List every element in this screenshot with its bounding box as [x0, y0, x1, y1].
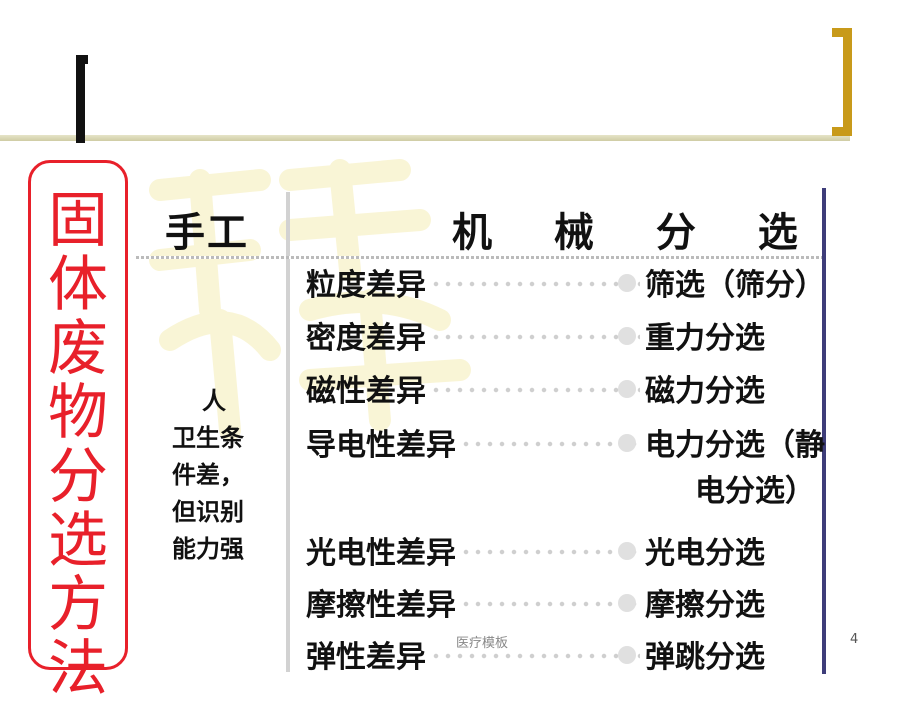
note-line: 人 — [202, 387, 226, 415]
header-mechanical: 机 械 分 选 — [452, 210, 822, 256]
property-label: 摩擦性差异 — [306, 588, 456, 623]
property-label: 导电性差异 — [306, 428, 456, 463]
left-bracket-decoration — [76, 55, 88, 143]
method-label: 磁力分选 — [645, 374, 765, 409]
title-char: 物 — [48, 378, 108, 448]
right-bracket-decoration — [832, 28, 852, 136]
property-label: 光电性差异 — [306, 536, 456, 571]
dotted-connector — [430, 653, 640, 659]
separation-row: 导电性差异 电力分选（静 电分选） — [300, 420, 830, 512]
dotted-connector — [430, 281, 640, 287]
dotted-connector — [460, 601, 640, 607]
title-char: 选 — [48, 506, 108, 576]
separation-row: 密度差异 重力分选 — [300, 313, 830, 357]
property-label: 密度差异 — [306, 321, 426, 356]
dotted-connector — [460, 441, 640, 447]
note-line: 卫生条 — [172, 424, 244, 452]
property-label: 磁性差异 — [306, 374, 426, 409]
connector-end-dot — [618, 594, 636, 612]
connector-end-dot — [618, 380, 636, 398]
header-manual: 手工 — [165, 210, 249, 256]
header-underline — [136, 256, 822, 259]
dotted-connector — [430, 334, 640, 340]
connector-end-dot — [618, 542, 636, 560]
property-label: 弹性差异 — [306, 640, 426, 675]
separation-row: 磁性差异 磁力分选 — [300, 366, 830, 410]
dotted-connector — [460, 549, 640, 555]
column-divider — [286, 192, 290, 672]
method-label: 光电分选 — [645, 536, 765, 571]
separation-row: 光电性差异 光电分选 — [300, 528, 830, 572]
note-line: 但识别 — [172, 498, 244, 526]
connector-end-dot — [618, 327, 636, 345]
method-label: 摩擦分选 — [645, 588, 765, 623]
title-char: 体 — [48, 250, 108, 320]
property-label: 粒度差异 — [306, 268, 426, 303]
note-line: 件差， — [172, 461, 244, 489]
method-label: 电力分选（静 — [645, 428, 825, 463]
separation-row: 粒度差异 筛选（筛分） — [300, 260, 830, 304]
method-label: 筛选（筛分） — [645, 268, 825, 303]
title-char: 废 — [48, 314, 108, 384]
header-band-line — [0, 135, 850, 141]
right-border-line — [822, 188, 826, 674]
note-line: 能力强 — [172, 535, 244, 563]
method-label: 重力分选 — [645, 321, 765, 356]
method-label-continued: 电分选） — [695, 474, 815, 509]
page-number: 4 — [850, 632, 859, 647]
method-label: 弹跳分选 — [645, 640, 765, 675]
separation-row: 摩擦性差异 摩擦分选 — [300, 580, 830, 624]
connector-end-dot — [618, 434, 636, 452]
dotted-connector — [430, 387, 640, 393]
separation-row: 弹性差异 弹跳分选 — [300, 632, 830, 676]
title-char: 方 — [48, 570, 108, 640]
title-char: 固 — [48, 186, 108, 256]
title-char: 法 — [48, 634, 108, 704]
title-char: 分 — [48, 442, 108, 512]
connector-end-dot — [618, 646, 636, 664]
connector-end-dot — [618, 274, 636, 292]
vertical-title-box: 固 体 废 物 分 选 方 法 — [28, 160, 128, 701]
manual-note: 人 卫生条 件差， 但识别 能力强 — [172, 383, 272, 568]
footer-text: 医疗模板 — [456, 636, 509, 651]
